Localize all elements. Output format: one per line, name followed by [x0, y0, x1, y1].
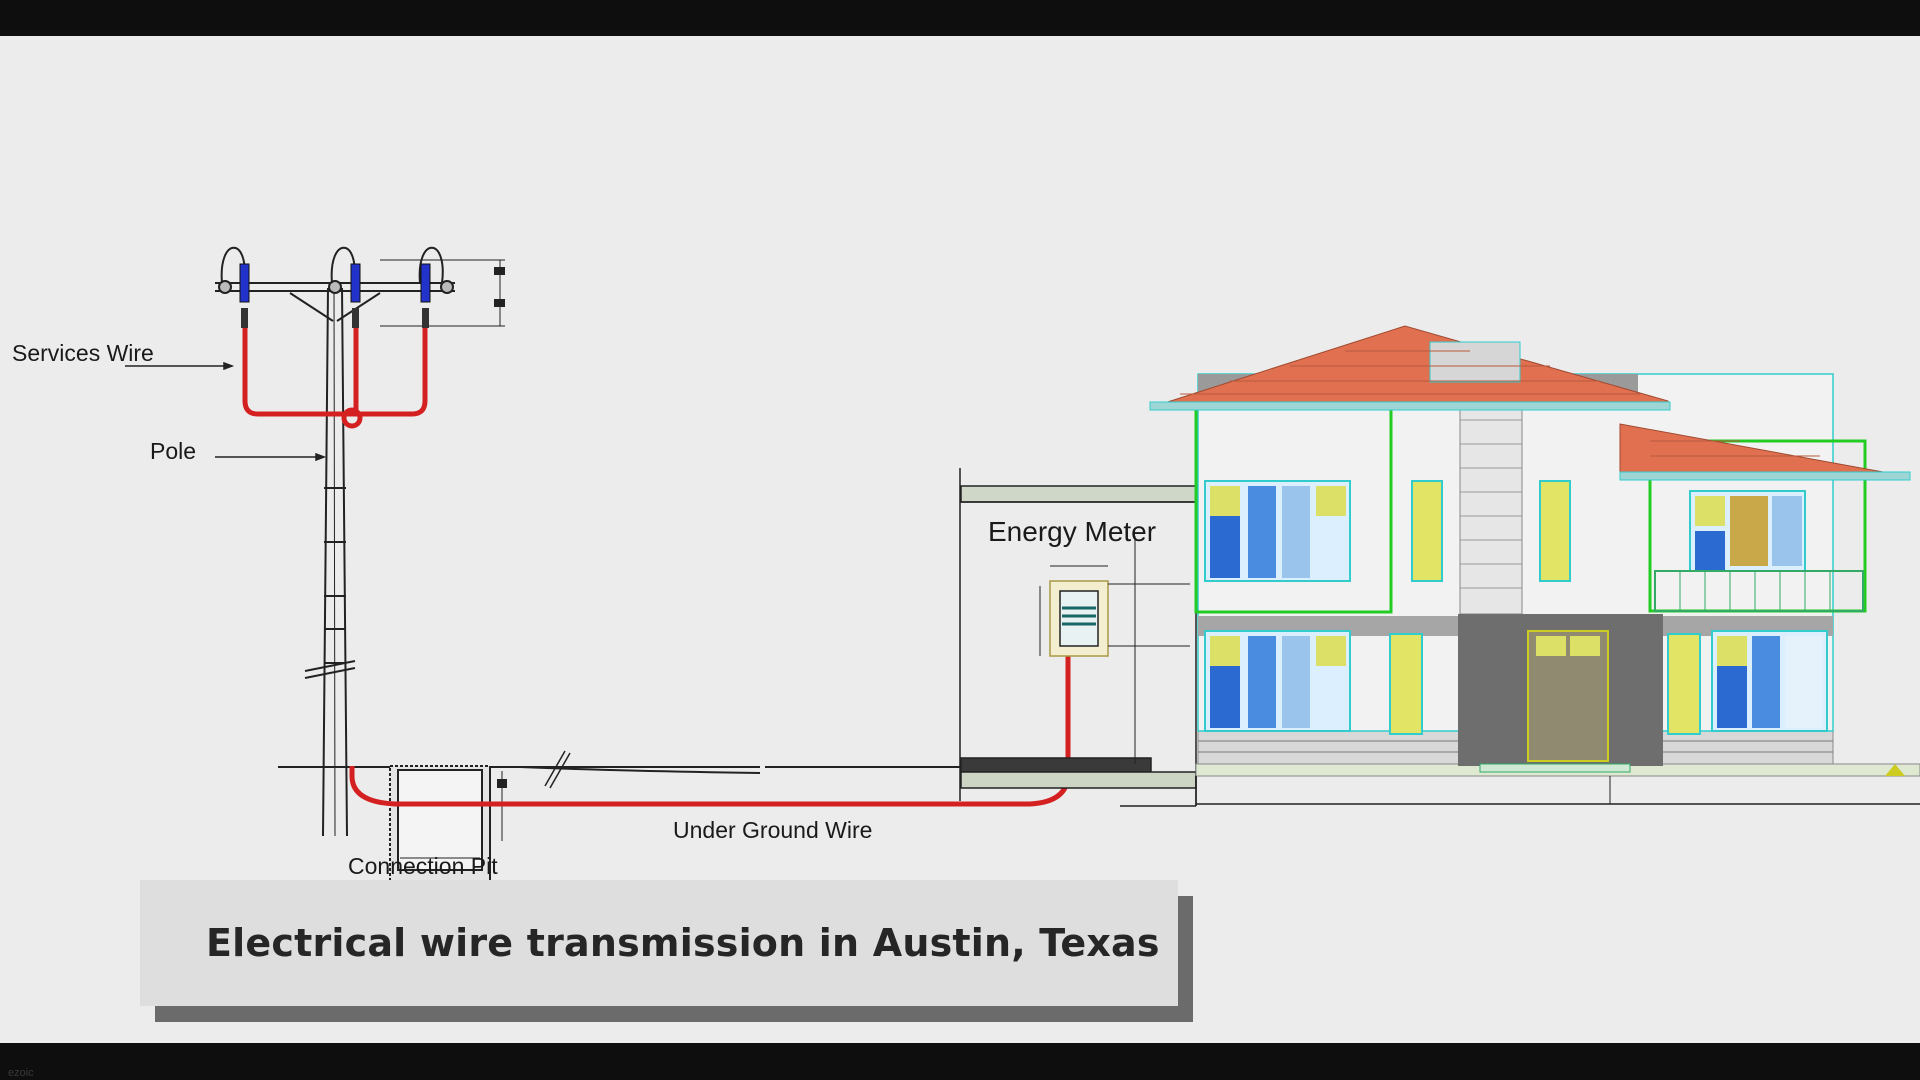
top-letterbox [0, 0, 1920, 36]
house [1149, 325, 1920, 806]
connection-pit-label: Connection Pit [348, 853, 498, 879]
energy-meter-label: Energy Meter [988, 516, 1157, 547]
services-wire-label: Services Wire [12, 340, 154, 366]
watermark-text: ezoic [8, 1067, 34, 1079]
utility-pole [215, 246, 960, 837]
under-ground-wire-label: Under Ground Wire [673, 817, 873, 843]
insulators [239, 263, 431, 303]
bottom-letterbox [0, 1043, 1920, 1080]
windows [1204, 480, 1864, 735]
connection-pit [389, 765, 507, 882]
service-wires [242, 328, 428, 429]
meter-wall [959, 468, 1197, 807]
electrical-diagram [125, 246, 1920, 882]
caption-card: Electrical wire transmission in Austin, … [140, 880, 1178, 1006]
pole-label: Pole [150, 438, 197, 464]
caption-title: Electrical wire transmission in Austin, … [206, 921, 1160, 965]
